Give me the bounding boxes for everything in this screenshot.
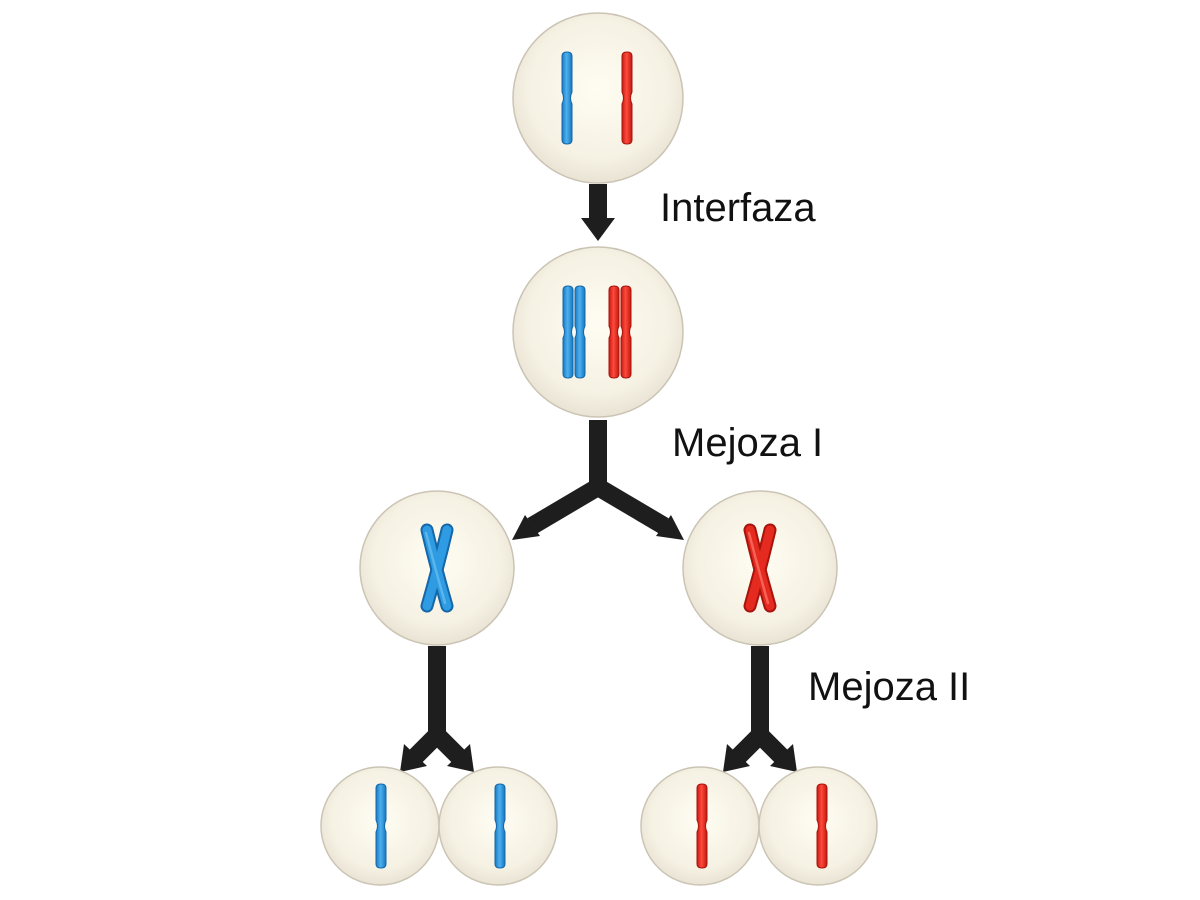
arrow-meiosis-2-right bbox=[723, 646, 797, 772]
cell-start bbox=[512, 12, 684, 184]
label-meiosis-2: Mejoza II bbox=[808, 665, 971, 709]
cell-meiosis-2-red-1 bbox=[640, 766, 760, 886]
cell-meiosis-1-left bbox=[359, 490, 515, 646]
chromosome-blue-duplicated bbox=[562, 285, 586, 379]
arrow-meiosis-1 bbox=[512, 420, 684, 540]
label-meiosis-1: Mejoza I bbox=[672, 421, 824, 465]
chromosome-red-single bbox=[816, 783, 828, 869]
chromosome-blue-single bbox=[494, 783, 506, 869]
chromosome-red-x bbox=[743, 523, 777, 613]
chromosome-blue-single bbox=[561, 51, 573, 145]
cell-meiosis-1-right bbox=[682, 490, 838, 646]
cell-meiosis-2-red-2 bbox=[758, 766, 878, 886]
cell-meiosis-2-blue-1 bbox=[320, 766, 440, 886]
arrow-meiosis-2-left bbox=[400, 646, 474, 772]
arrow-interphase bbox=[581, 184, 615, 241]
chromosome-red-duplicated bbox=[608, 285, 632, 379]
chromosome-red-single bbox=[621, 51, 633, 145]
label-interphase: Interfaza bbox=[660, 186, 816, 230]
cell-meiosis-2-blue-2 bbox=[438, 766, 558, 886]
chromosome-red-single bbox=[696, 783, 708, 869]
chromosome-blue-x bbox=[420, 523, 454, 613]
chromosome-blue-single bbox=[375, 783, 387, 869]
cell-after-interphase bbox=[512, 246, 684, 418]
